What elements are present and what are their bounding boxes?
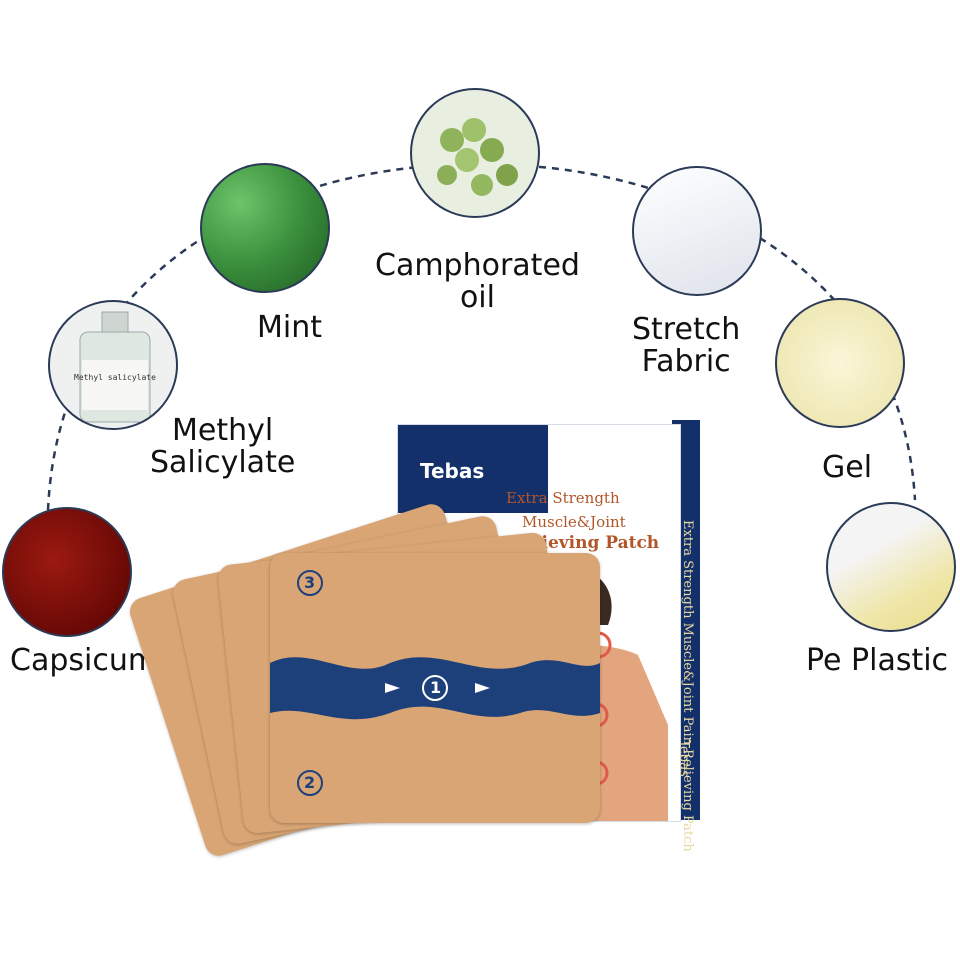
fabric-label-line1: Stretch xyxy=(632,312,741,347)
brand-banner xyxy=(398,425,548,513)
capsicum-image xyxy=(2,507,132,637)
mint-label: Mint xyxy=(257,310,322,345)
camphor-label-line2: oil xyxy=(459,280,495,315)
box-side-text: Extra Strength Muscle&Joint Pain Relievi… xyxy=(680,520,695,852)
step-number-2: 2 xyxy=(304,773,316,792)
mint-image xyxy=(200,163,330,293)
methyl-label-line1: Methyl xyxy=(172,413,274,448)
methyl-salicylate-label: Methyl Salicylate xyxy=(150,415,295,479)
camphor-label-line1: Camphorated xyxy=(375,248,580,283)
pe-plastic-label: Pe Plastic xyxy=(806,643,949,678)
brand-name: Tebas xyxy=(420,459,485,483)
camphor-image xyxy=(410,88,540,218)
camphor-label: Camphorated oil xyxy=(375,250,580,314)
gel-label: Gel xyxy=(822,450,873,485)
box-title-line1: Extra Strength xyxy=(506,489,620,507)
camphor-berries-icon xyxy=(437,118,518,196)
capsicum-label: Capsicum xyxy=(10,643,158,678)
pe-plastic-image xyxy=(826,502,956,632)
box-side-brand: Tebas xyxy=(676,740,691,777)
box-title-line2: Muscle&Joint xyxy=(522,513,626,531)
fabric-image xyxy=(632,166,762,296)
step-number-3: 3 xyxy=(304,573,316,592)
patch-card-4: 3 1 2 xyxy=(270,553,600,823)
fabric-label: Stretch Fabric xyxy=(632,314,740,378)
fabric-label-line2: Fabric xyxy=(641,344,731,379)
methyl-salicylate-image: Methyl salicylate xyxy=(48,300,178,430)
patch-instructions xyxy=(270,570,600,796)
methyl-label-line2: Salicylate xyxy=(150,445,296,480)
bottle-icon: Methyl salicylate xyxy=(74,311,156,423)
bottle-label: Methyl salicylate xyxy=(74,373,156,382)
step-number-1: 1 xyxy=(430,678,442,697)
gel-image xyxy=(775,298,905,428)
